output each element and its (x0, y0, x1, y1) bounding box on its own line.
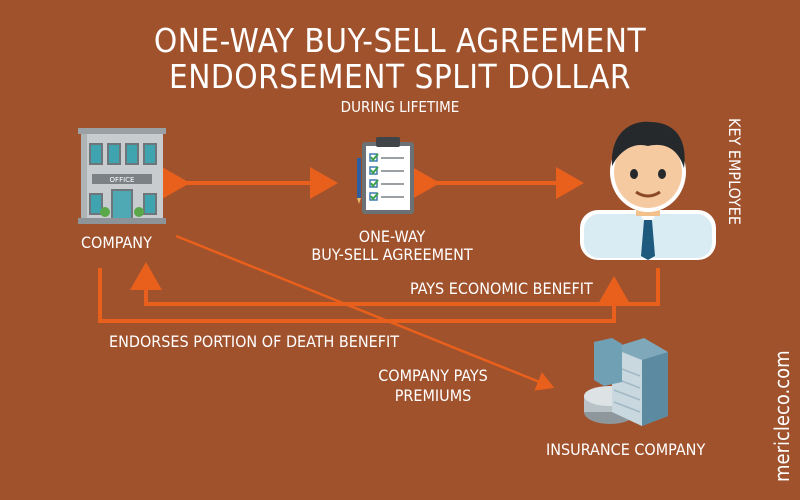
clipboard-checklist-icon (357, 137, 414, 214)
pays-economic-benefit-label: PAYS ECONOMIC BENEFIT (410, 279, 593, 298)
office-sign: OFFICE (110, 176, 135, 184)
insurance-company-label: INSURANCE COMPANY (546, 440, 706, 459)
agreement-label-line-1: ONE-WAY (358, 227, 426, 246)
insurance-building-icon (584, 338, 668, 426)
agreement-label-line-2: BUY-SELL AGREEMENT (311, 245, 473, 264)
company-pays-label-line-2: PREMIUMS (394, 386, 472, 405)
endorses-portion-label: ENDORSES PORTION OF DEATH BENEFIT (109, 332, 400, 351)
arrow-endorses-portion (98, 268, 630, 323)
subtitle: DURING LIFETIME (340, 98, 460, 116)
key-employee-avatar-icon (580, 121, 716, 260)
watermark: mericleco.com (770, 350, 794, 482)
title-line-1: ONE-WAY BUY-SELL AGREEMENT (153, 21, 647, 60)
company-label: COMPANY (81, 233, 152, 252)
title-line-2: ENDORSEMENT SPLIT DOLLAR (168, 57, 632, 96)
key-employee-label: KEY EMPLOYEE (725, 118, 744, 225)
office-building-icon: OFFICE (78, 128, 166, 224)
company-pays-label-line-1: COMPANY PAYS (378, 366, 488, 385)
arrow-company-pays-premiums (175, 234, 555, 391)
arrow-pays-economic-benefit (130, 262, 660, 306)
